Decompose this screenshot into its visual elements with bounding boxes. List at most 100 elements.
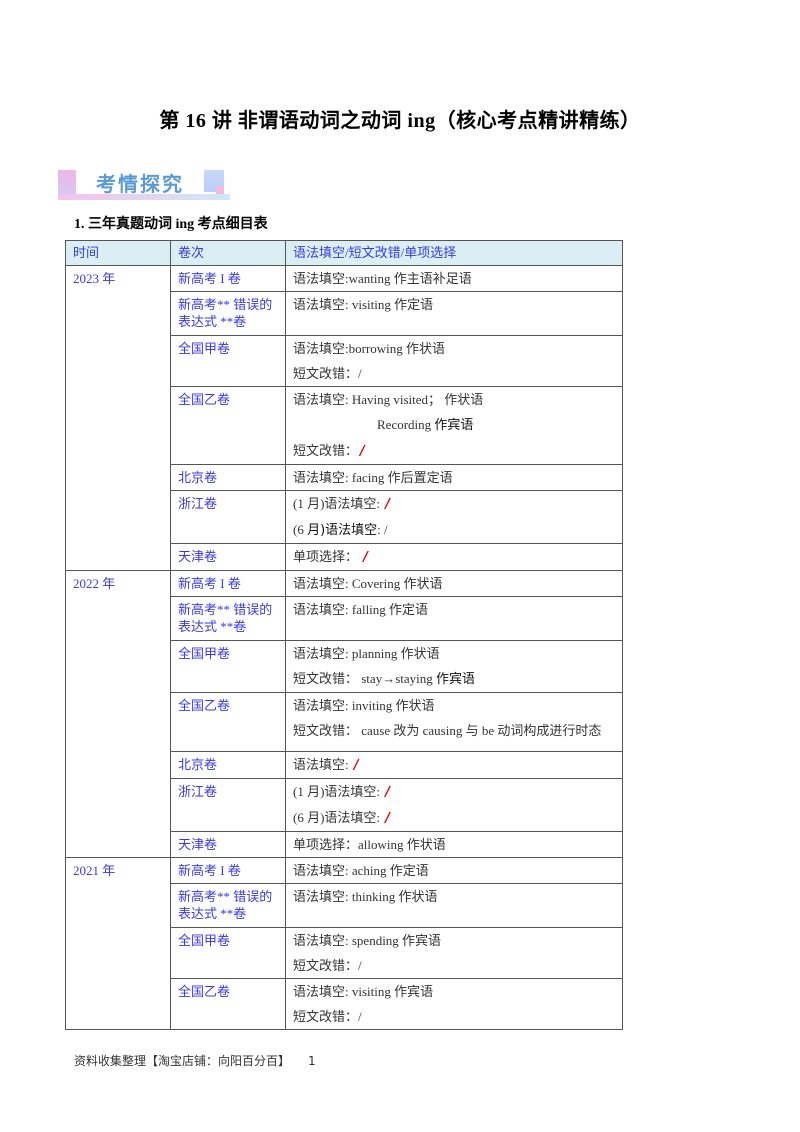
content-line: (6 月)语法填空: / — [293, 805, 615, 831]
section-title: 1. 三年真题动词 ing 考点细目表 — [74, 217, 268, 232]
content-line: 短文改错：/ — [293, 953, 615, 978]
content-line: 语法填空: visiting 作定语 — [293, 292, 615, 335]
paper-cell: 全国甲卷 — [170, 927, 286, 979]
table-row: 2021 年 新高考 I 卷语法填空: aching 作定语 — [65, 857, 623, 1030]
content-text: (1 月)语法填空: — [293, 496, 384, 511]
paper-label: 北京卷 — [178, 757, 218, 772]
paper-label: 天津卷 — [178, 549, 218, 564]
slash-mark: / — [385, 497, 391, 512]
content-line: 单项选择：allowing 作状语 — [293, 832, 615, 857]
paper-cell: 新高考 I 卷 — [170, 570, 286, 597]
table-row: 天津卷 单项选择： / — [66, 543, 623, 571]
paper-cell: 新高考 I 卷 — [170, 265, 286, 292]
content-text: (1 月)语法填空: — [293, 784, 384, 799]
exam-points-table: 时间 卷次 语法填空/短文改错/单项选择 2023 年新高考 I 卷语法填空:w… — [65, 240, 623, 1030]
table-row: 北京卷 语法填空: facing 作后置定语 — [66, 464, 623, 491]
paper-cell: 天津卷 — [170, 543, 286, 571]
content-text: 语法填空: thinking 作状语 — [293, 889, 438, 904]
slash-mark: / — [385, 785, 391, 800]
content-text: (6 月)语法填空: — [293, 810, 384, 825]
content-line: 语法填空: facing 作后置定语 — [293, 465, 615, 490]
content-line: Recording 作宾语 — [293, 412, 615, 438]
paper-cell: 新高考 I 卷 — [170, 857, 286, 884]
paper-cell: 北京卷 — [170, 464, 286, 491]
content-text: 语法填空: planning 作状语 — [293, 646, 440, 661]
content-line: 单项选择： / — [293, 544, 615, 570]
paper-label: 浙江卷 — [178, 784, 218, 799]
footer: 资料收集整理【淘宝店铺：向阳百分百】1 — [74, 1052, 316, 1069]
table-row: 浙江卷(1 月)语法填空: /(6 月)语法填空: / — [66, 778, 623, 832]
page-title: 第 16 讲 非谓语动词之动词 ing（核心考点精讲精练） — [159, 110, 641, 132]
paper-label: 全国乙卷 — [178, 984, 231, 999]
banner-title: 考情探究 — [96, 172, 184, 196]
content-text: 语法填空: facing 作后置定语 — [293, 470, 453, 485]
content-line: 语法填空: visiting 作宾语 — [293, 979, 615, 1004]
content-text: 语法填空: visiting 作宾语 — [293, 984, 434, 999]
paper-cell: 全国甲卷 — [170, 335, 286, 387]
paper-cell: 全国乙卷 — [170, 692, 286, 752]
content-cell: 语法填空: thinking 作状语 — [285, 883, 623, 928]
content-text: 短文改错： — [293, 443, 359, 458]
paper-label: 天津卷 — [178, 837, 218, 852]
content-text: 单项选择： — [293, 549, 362, 564]
content-text: : / — [377, 522, 388, 537]
content-text: 语法填空: visiting 作定语 — [293, 297, 434, 312]
content-line: (1 月)语法填空: / — [293, 779, 615, 805]
paper-label: 全国甲卷 — [178, 341, 231, 356]
content-text: 短文改错：/ — [293, 366, 362, 381]
table-row: 全国甲卷语法填空: planning 作状语短文改错： stay→staying… — [66, 640, 623, 693]
header-cell: 卷次 — [170, 240, 286, 266]
content-text: 语法填空: — [293, 757, 352, 772]
content-line: 短文改错： cause 改为 causing 与 be 动词构成进行时态 — [293, 718, 615, 751]
paper-label: 新高考** 错误的表达式 **卷 — [178, 602, 273, 634]
content-cell: 单项选择： / — [285, 543, 623, 571]
paper-label: 新高考 I 卷 — [178, 271, 241, 286]
content-cell: 语法填空: / — [285, 751, 623, 779]
slash-mark: / — [385, 811, 391, 826]
year-label: 2021 年 — [73, 863, 116, 878]
content-line: 短文改错：/ — [293, 361, 615, 386]
table-row: 新高考** 错误的表达式 **卷 语法填空: falling 作定语 — [66, 596, 623, 641]
content-cell: 语法填空: planning 作状语短文改错： stay→staying 作宾语 — [285, 640, 623, 693]
content-text: 语法填空: falling 作定语 — [293, 602, 429, 617]
content-cell: 语法填空: falling 作定语 — [285, 596, 623, 641]
paper-cell: 新高考** 错误的表达式 **卷 — [170, 291, 286, 336]
content-line: (1 月)语法填空: / — [293, 491, 615, 517]
paper-label: 浙江卷 — [178, 496, 218, 511]
content-text: 语法填空: Covering 作状语 — [293, 576, 443, 591]
content-text: 单项选择：allowing 作状语 — [293, 837, 446, 852]
content-cell: (1 月)语法填空: /(6 月)语法填空: / — [285, 490, 623, 544]
paper-label: 全国甲卷 — [178, 646, 231, 661]
paper-cell: 浙江卷 — [170, 778, 286, 832]
content-text: Recording — [377, 417, 435, 432]
content-line: 语法填空:wanting 作主语补足语 — [293, 266, 615, 291]
content-cell: 语法填空: spending 作宾语短文改错：/ — [285, 927, 623, 979]
content-line: 语法填空: falling 作定语 — [293, 597, 615, 640]
content-cell: 语法填空:wanting 作主语补足语 — [285, 265, 623, 292]
paper-cell: 新高考** 错误的表达式 **卷 — [170, 596, 286, 641]
year-cell: 2021 年 — [65, 857, 171, 1030]
slash-mark: / — [353, 758, 359, 773]
year-cell: 2023 年 — [65, 265, 171, 571]
content-cell: 单项选择：allowing 作状语 — [285, 831, 623, 858]
header-cell: 语法填空/短文改错/单项选择 — [285, 240, 623, 266]
table-row: 全国甲卷语法填空:borrowing 作状语短文改错：/ — [66, 335, 623, 387]
banner-decoration — [58, 170, 76, 194]
content-line: 语法填空: inviting 作状语 — [293, 693, 615, 718]
content-line: 短文改错： stay→staying 作宾语 — [293, 666, 615, 692]
content-text: 作宾语 — [434, 418, 474, 433]
paper-label: 北京卷 — [178, 470, 218, 485]
paper-label: 新高考** 错误的表达式 **卷 — [178, 889, 273, 921]
content-line: 语法填空: Covering 作状语 — [293, 571, 615, 596]
paper-label: 全国乙卷 — [178, 392, 231, 407]
header-cell: 时间 — [65, 240, 171, 266]
table-row: 全国乙卷 语法填空: inviting 作状语短文改错： cause 改为 cau… — [66, 692, 623, 752]
content-text: 语法填空: aching 作定语 — [293, 863, 429, 878]
content-text: 短文改错： stay→staying — [293, 671, 436, 686]
content-cell: 语法填空: inviting 作状语短文改错： cause 改为 causing… — [285, 692, 623, 752]
paper-label: 全国乙卷 — [178, 698, 231, 713]
content-line: 短文改错：/ — [293, 438, 615, 464]
year-label: 2022 年 — [73, 576, 116, 591]
paper-cell: 天津卷 — [170, 831, 286, 858]
content-cell: 语法填空: aching 作定语 — [285, 857, 623, 884]
